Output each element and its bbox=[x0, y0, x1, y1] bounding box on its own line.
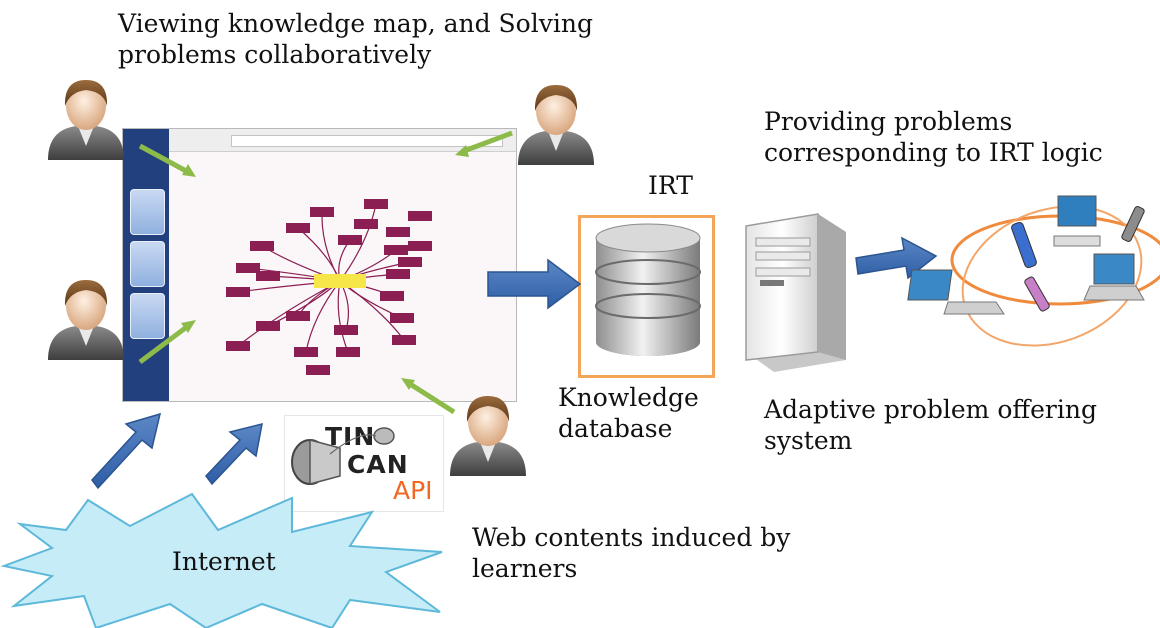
map-node bbox=[294, 347, 318, 357]
knowledge-map-graph bbox=[226, 199, 432, 375]
tin-can-icon bbox=[291, 427, 395, 485]
map-node bbox=[380, 291, 404, 301]
map-node bbox=[286, 311, 310, 321]
screenshot-side-button bbox=[130, 241, 165, 287]
desktop-computer-icon bbox=[1053, 195, 1101, 247]
map-node bbox=[408, 241, 432, 251]
map-node bbox=[226, 341, 250, 351]
mobile-phone-icon bbox=[1011, 206, 1145, 312]
map-node bbox=[256, 271, 280, 281]
map-node bbox=[392, 335, 416, 345]
screenshot-side-button bbox=[130, 293, 165, 339]
green-arrow-head bbox=[455, 145, 469, 157]
map-node bbox=[286, 223, 310, 233]
map-node bbox=[408, 211, 432, 221]
screenshot-address-field bbox=[231, 135, 503, 147]
network-devices-icon bbox=[907, 195, 1160, 347]
laptop-icon bbox=[907, 269, 1005, 315]
knowledge-map-screenshot bbox=[122, 128, 517, 402]
screenshot-side-button bbox=[130, 189, 165, 235]
screenshot-browser-bar bbox=[169, 129, 516, 152]
green-arrow bbox=[138, 324, 190, 364]
blue-arrows bbox=[91, 236, 938, 490]
caption-irt: IRT bbox=[648, 171, 693, 200]
map-node bbox=[334, 325, 358, 335]
map-node bbox=[250, 241, 274, 251]
caption-viewing: Viewing knowledge map, and Solving probl… bbox=[118, 9, 593, 69]
green-arrow bbox=[463, 130, 513, 154]
caption-adaptive-system: Adaptive problem offering system bbox=[764, 395, 1097, 455]
database-cylinder-icon bbox=[595, 223, 701, 356]
green-arrow bbox=[138, 143, 190, 175]
map-node bbox=[384, 245, 408, 255]
map-node bbox=[386, 227, 410, 237]
to-database-arrow bbox=[487, 258, 582, 310]
tincan-logo-word-2: CAN bbox=[347, 450, 409, 479]
map-node bbox=[354, 219, 378, 229]
map-node bbox=[364, 199, 388, 209]
green-arrow-head bbox=[181, 320, 196, 333]
green-arrow-head bbox=[182, 164, 196, 177]
map-node bbox=[226, 287, 250, 297]
green-arrow bbox=[408, 381, 456, 415]
green-arrows bbox=[138, 130, 513, 415]
to-devices-arrow bbox=[855, 236, 938, 280]
caption-knowledge-database: Knowledge database bbox=[558, 383, 699, 443]
green-arrow-head bbox=[401, 378, 415, 390]
map-node bbox=[386, 269, 410, 279]
upload-arrow bbox=[205, 422, 263, 486]
internet-cloud-icon bbox=[0, 492, 443, 628]
map-center-node bbox=[314, 274, 366, 288]
caption-internet: Internet bbox=[172, 547, 276, 576]
tincan-logo-word-3: API bbox=[393, 476, 433, 505]
upload-arrow bbox=[91, 412, 162, 490]
map-node bbox=[306, 365, 330, 375]
laptop-icon bbox=[1083, 253, 1145, 301]
map-node bbox=[398, 257, 422, 267]
caption-web-contents: Web contents induced by learners bbox=[472, 523, 791, 583]
map-node bbox=[310, 207, 334, 217]
map-node bbox=[256, 321, 280, 331]
map-node bbox=[390, 313, 414, 323]
server-tower-icon bbox=[745, 213, 846, 372]
map-edge bbox=[237, 280, 341, 347]
map-node bbox=[336, 347, 360, 357]
map-node bbox=[338, 235, 362, 245]
map-edge bbox=[339, 203, 377, 282]
caption-providing: Providing problems corresponding to IRT … bbox=[764, 107, 1103, 167]
map-node bbox=[236, 263, 260, 273]
